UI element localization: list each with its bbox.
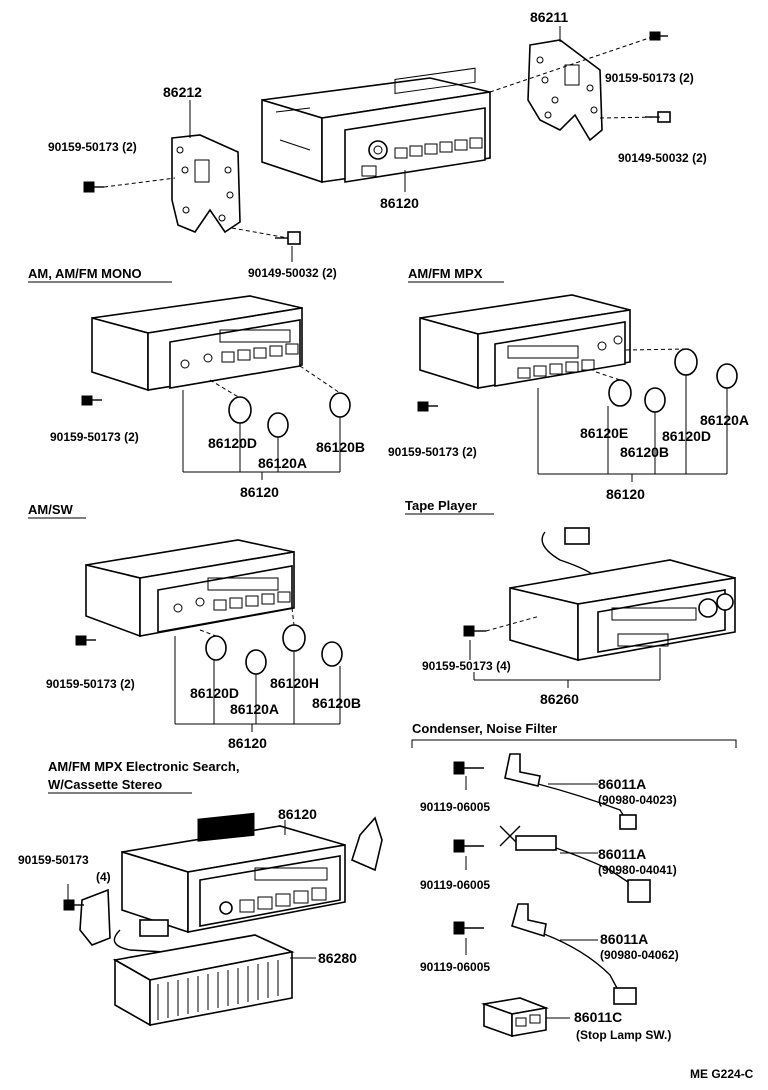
- screw-c3-icon: [453, 921, 484, 935]
- label-sw-86120A: 86120A: [230, 701, 279, 717]
- label-mono-86120D: 86120D: [208, 435, 257, 451]
- label-c4-part: 86011C: [574, 1009, 622, 1025]
- screw-sw-icon: [75, 635, 96, 646]
- bracket-es-right: [351, 816, 383, 872]
- label-mono-86120A: 86120A: [258, 455, 307, 471]
- bracket-es-left: [79, 888, 111, 946]
- label-bolt-top-right: 90149-50032 (2): [618, 151, 707, 165]
- heading-am-sw: AM/SW: [28, 502, 74, 517]
- screw-top-left-icon: [83, 181, 104, 193]
- label-mono-screw: 90159-50173 (2): [50, 430, 139, 444]
- bracket-86211: [527, 39, 603, 142]
- knobs-mpx: [608, 348, 738, 413]
- label-86212: 86212: [163, 84, 202, 100]
- heading-tape-player: Tape Player: [405, 498, 477, 513]
- label-tape-screw: 90159-50173 (4): [422, 659, 511, 673]
- label-c3-screw: 90119-06005: [420, 960, 490, 974]
- label-tape-86260: 86260: [540, 691, 579, 707]
- heading-condenser: Condenser, Noise Filter: [412, 721, 557, 736]
- knobs-mono: [228, 392, 351, 438]
- label-mono-86120B: 86120B: [316, 439, 365, 455]
- label-c2-sub: (90980-04041): [598, 863, 677, 877]
- label-86211: 86211: [530, 9, 568, 25]
- radio-body-sw: [85, 539, 295, 638]
- condenser-3: [453, 903, 637, 1005]
- label-c3-part: 86011A: [600, 931, 648, 947]
- label-sw-86120: 86120: [228, 735, 267, 751]
- label-mpx-86120B: 86120B: [620, 444, 669, 460]
- label-es-86280: 86280: [318, 950, 357, 966]
- heading-electronic-search-2: W/Cassette Stereo: [48, 777, 162, 792]
- heading-am-fm-mpx: AM/FM MPX: [408, 266, 483, 281]
- condenser-1: [453, 753, 637, 830]
- label-es-screw-b: (4): [96, 870, 111, 884]
- label-screw-top-right: 90159-50173 (2): [605, 71, 694, 85]
- label-mpx-86120E: 86120E: [580, 425, 628, 441]
- label-es-86120: 86120: [278, 806, 317, 822]
- cassette-stereo-body: [121, 812, 346, 934]
- top-assembly: [83, 26, 671, 262]
- screw-top-right-icon: [649, 31, 668, 41]
- screw-mpx-icon: [417, 401, 438, 412]
- label-c1-sub: (90980-04023): [598, 793, 677, 807]
- label-c3-sub: (90980-04062): [600, 948, 679, 962]
- label-mpx-86120: 86120: [606, 486, 645, 502]
- label-mono-86120: 86120: [240, 484, 279, 500]
- label-bolt-top-left: 90149-50032 (2): [248, 266, 337, 280]
- condenser-2: [453, 825, 651, 903]
- screw-c2-icon: [453, 839, 484, 853]
- radio-body-mono: [91, 295, 303, 392]
- label-sw-86120D: 86120D: [190, 685, 239, 701]
- label-mpx-screw: 90159-50173 (2): [388, 445, 477, 459]
- screw-c1-icon: [453, 761, 484, 775]
- diagram-code: ME G224-C: [690, 1067, 754, 1081]
- label-screw-top-left: 90159-50173 (2): [48, 140, 137, 154]
- label-es-screw-a: 90159-50173: [18, 853, 89, 867]
- screw-es-icon: [63, 899, 84, 911]
- label-mpx-86120A: 86120A: [700, 412, 749, 428]
- label-mpx-86120D: 86120D: [662, 428, 711, 444]
- stop-lamp-switch: [480, 997, 570, 1038]
- label-sw-screw: 90159-50173 (2): [46, 677, 135, 691]
- heading-am-fm-mono: AM, AM/FM MONO: [28, 266, 142, 281]
- label-c2-screw: 90119-06005: [420, 878, 490, 892]
- label-c1-part: 86011A: [598, 776, 646, 792]
- screw-mono-icon: [81, 395, 102, 406]
- radio-body-top: [261, 67, 491, 184]
- screw-tape-icon: [463, 625, 486, 637]
- label-86120-top: 86120: [380, 195, 419, 211]
- heading-electronic-search-1: AM/FM MPX Electronic Search,: [48, 759, 239, 774]
- label-sw-86120H: 86120H: [270, 675, 319, 691]
- bracket-86212: [171, 134, 241, 234]
- label-c1-screw: 90119-06005: [420, 800, 490, 814]
- tape-player-body: [509, 527, 736, 662]
- amplifier-86280: [112, 919, 295, 1027]
- label-c2-part: 86011A: [598, 846, 646, 862]
- knobs-sw: [205, 624, 343, 675]
- label-c4-sub: (Stop Lamp SW.): [576, 1028, 671, 1042]
- radio-body-mpx: [419, 294, 631, 390]
- label-sw-86120B: 86120B: [312, 695, 361, 711]
